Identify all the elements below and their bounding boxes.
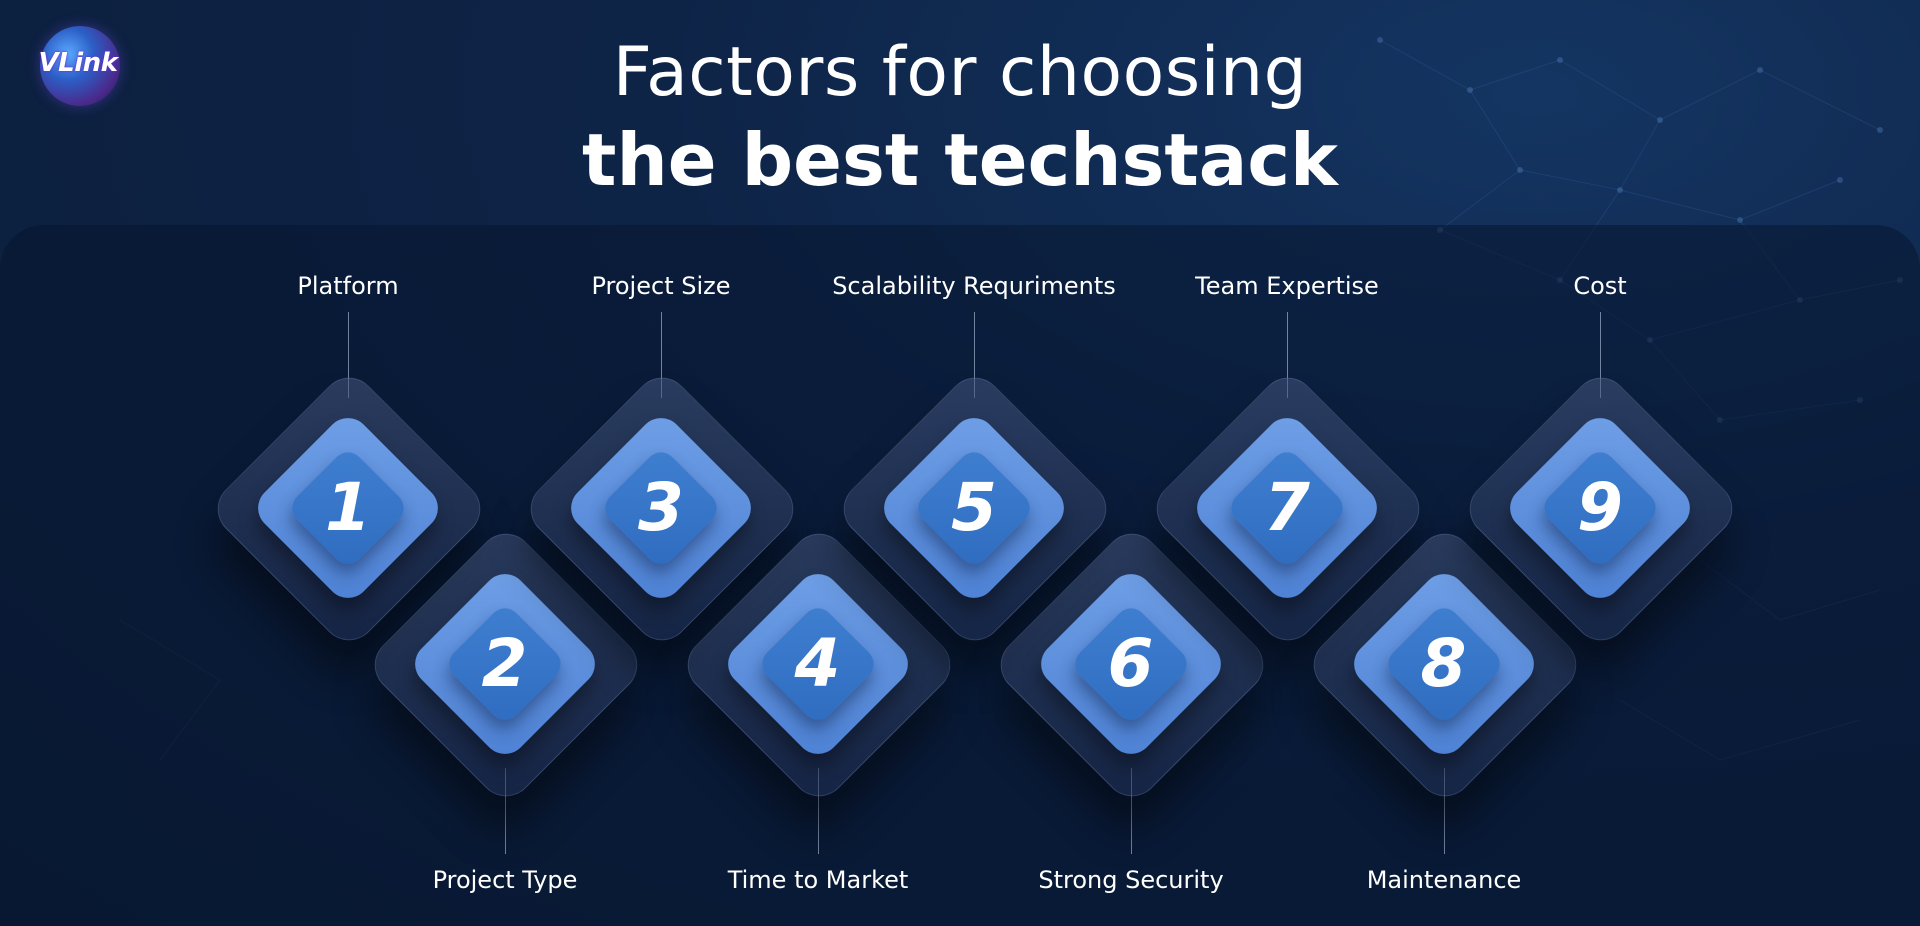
factor-label: Scalability Requriments: [832, 272, 1116, 300]
connector-line: [818, 768, 819, 854]
title-line-2: the best techstack: [582, 118, 1338, 202]
factor-label: Project Type: [432, 866, 578, 894]
connector-line: [1444, 768, 1445, 854]
factor-label: Maintenance: [1366, 866, 1522, 894]
factor-label: Time to Market: [727, 866, 909, 894]
factor-number: 9: [1577, 469, 1623, 546]
factor-label: Strong Security: [1038, 866, 1224, 894]
logo-text: VLink: [38, 48, 118, 78]
factor-number: 6: [1107, 625, 1154, 702]
connector-line: [974, 312, 975, 398]
factor-number: 3: [638, 469, 684, 546]
factor-label: Project Size: [591, 272, 731, 300]
vlink-logo: VLink: [18, 22, 138, 112]
factor-label: Team Expertise: [1195, 272, 1379, 300]
factor-number: 4: [794, 625, 841, 702]
factor-number: 5: [951, 469, 997, 546]
globe-icon: [40, 26, 120, 106]
connector-line: [348, 312, 349, 398]
factor-number: 2: [481, 625, 528, 702]
factor-label: Platform: [297, 272, 399, 300]
factor-number: 7: [1264, 469, 1310, 546]
factor-number: 1: [325, 469, 371, 546]
connector-line: [1600, 312, 1601, 398]
connector-line: [661, 312, 662, 398]
connector-line: [1287, 312, 1288, 398]
factor-label: Cost: [1573, 272, 1627, 300]
page-title: Factors for choosing the best techstack: [0, 32, 1920, 206]
title-line-1: Factors for choosing: [612, 33, 1308, 112]
connector-line: [1131, 768, 1132, 854]
connector-line: [505, 768, 506, 854]
factor-number: 8: [1420, 625, 1467, 702]
